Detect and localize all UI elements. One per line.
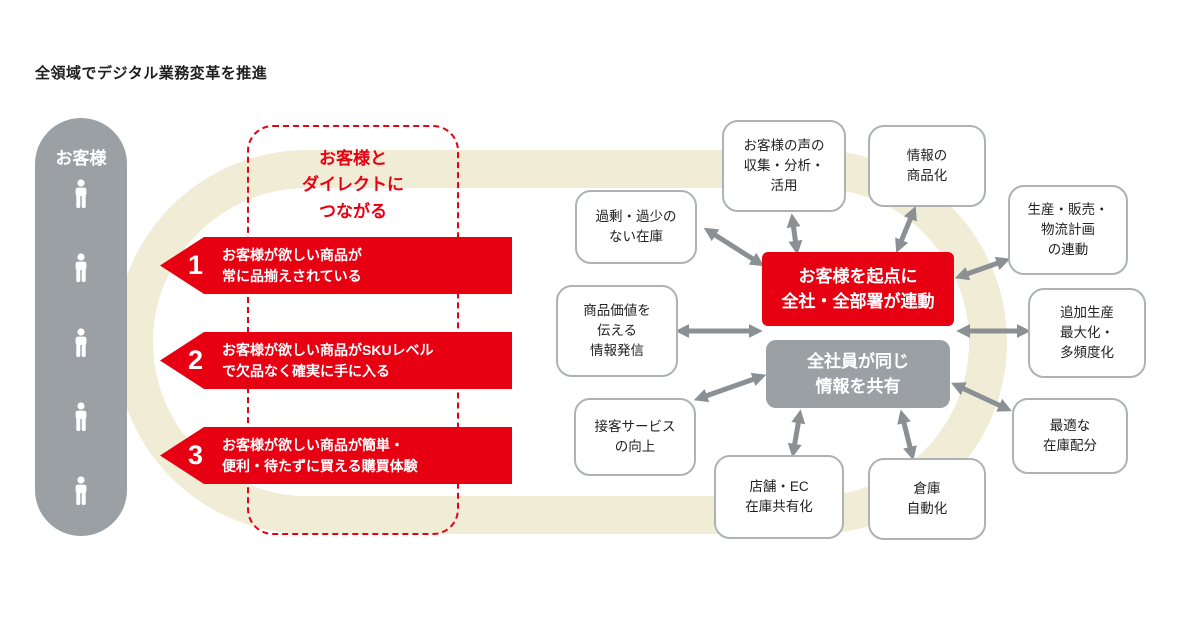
double-arrow — [895, 205, 917, 254]
hub-node-value-communication: 商品価値を 伝える 情報発信 — [556, 285, 678, 377]
double-arrow — [897, 409, 917, 461]
goal-number: 2 — [188, 345, 204, 375]
goal-text: お客様が欲しい商品が簡単・ 便利・待たずに買える購買体験 — [222, 436, 418, 474]
person-icon — [69, 476, 93, 506]
double-arrow — [954, 256, 1011, 281]
goal-number: 1 — [188, 250, 204, 280]
person-icon — [69, 327, 93, 358]
goal-banner-1: 1 お客様が欲しい商品が 常に品揃えされている — [160, 237, 512, 294]
page-title: 全領域でデジタル業務変革を推進 — [35, 65, 268, 82]
direct-connection-title: お客様と ダイレクトに つながる — [302, 149, 404, 221]
hub-node-optimal-allocation: 最適な 在庫配分 — [1012, 398, 1128, 474]
customer-label: お客様 — [55, 149, 107, 168]
goal-banner-2: 2 お客様が欲しい商品がSKUレベル で欠品なく確実に手に入る — [160, 332, 512, 389]
hub-node-customer-voice: お客様の声の 収集・分析・ 活用 — [722, 120, 846, 212]
hub-center-primary: お客様を起点に 全社・全部署が連動 — [762, 252, 954, 326]
double-arrow — [693, 372, 767, 403]
person-icon — [69, 179, 93, 209]
goal-text: お客様が欲しい商品がSKUレベル で欠品なく確実に手に入る — [222, 341, 434, 379]
goal-banner-3: 3 お客様が欲しい商品が簡単・ 便利・待たずに買える購買体験 — [160, 427, 512, 484]
double-arrow — [951, 382, 1012, 412]
double-arrow — [703, 227, 765, 267]
hub-node-store-ec-sharing: 店舗・EC 在庫共有化 — [714, 455, 844, 539]
customer-icons — [69, 179, 93, 506]
double-arrow — [786, 213, 803, 255]
double-arrow — [787, 409, 806, 458]
goal-number: 3 — [188, 440, 204, 470]
goal-text: お客様が欲しい商品が 常に品揃えされている — [222, 246, 362, 284]
hub-node-info-productization: 情報の 商品化 — [868, 125, 986, 207]
person-icon — [69, 402, 93, 432]
hub-node-service-improvement: 接客サービス の向上 — [574, 398, 696, 476]
customer-pill: お客様 — [35, 118, 127, 536]
hub-node-warehouse-automation: 倉庫 自動化 — [868, 458, 986, 540]
hub-center-secondary: 全社員が同じ 情報を共有 — [766, 340, 950, 408]
person-icon — [69, 253, 93, 283]
hub-node-plan-linkage: 生産・販売・ 物流計画 の連動 — [1008, 185, 1128, 275]
hub-node-inventory-balance: 過剰・過少の ない在庫 — [575, 190, 697, 264]
direct-connection-frame — [247, 125, 459, 535]
hub-node-additional-production: 追加生産 最大化・ 多頻度化 — [1028, 288, 1146, 378]
